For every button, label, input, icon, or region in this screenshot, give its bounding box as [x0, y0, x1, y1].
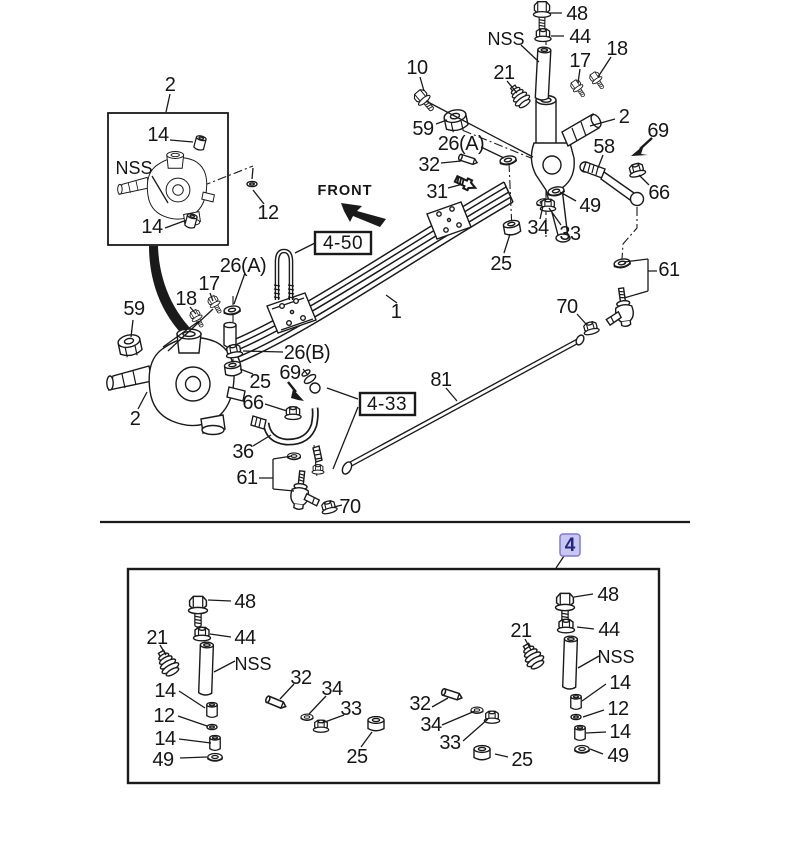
part-callout-26(A)-13[interactable]: 26(A)	[438, 133, 485, 155]
part-callout-17-9[interactable]: 17	[569, 50, 591, 72]
part-callout-33-51[interactable]: 33	[340, 698, 362, 720]
part-callout-26(A)-29[interactable]: 26(A)	[220, 255, 267, 277]
front-direction-arrow-icon	[341, 203, 386, 227]
part-washer-61-right	[612, 257, 632, 270]
part-callout-26(B)-30[interactable]: 26(B)	[284, 342, 331, 364]
part-callout-44-8[interactable]: 44	[569, 26, 591, 48]
part-callout-69-17[interactable]: 69	[647, 120, 669, 142]
part-callout-49-48[interactable]: 49	[152, 749, 174, 771]
part-callout-49-64[interactable]: 49	[607, 745, 629, 767]
part-callout-21-42[interactable]: 21	[146, 627, 168, 649]
part-callout-25-23[interactable]: 25	[490, 253, 512, 275]
part-callout-66-33[interactable]: 66	[242, 392, 264, 414]
part-ball-stud-69-left	[301, 368, 321, 394]
part-callout-2-16[interactable]: 2	[619, 106, 631, 128]
part-callout-66-19[interactable]: 66	[648, 182, 670, 204]
nss-label-2: NSS	[115, 158, 152, 178]
part-callout-21-11[interactable]: 21	[493, 62, 515, 84]
part-callout-33-22[interactable]: 33	[559, 223, 581, 245]
part-u-bolt-4-50	[273, 248, 295, 300]
part-tie-rod-end-61-right	[605, 286, 636, 329]
part-callout-14-3[interactable]: 14	[141, 216, 163, 238]
front-label: FRONT	[318, 183, 373, 199]
part-tie-rod-81	[341, 334, 585, 475]
part-callout-32-49[interactable]: 32	[290, 667, 312, 689]
nss-label-44: NSS	[234, 654, 271, 674]
part-callout-25-31[interactable]: 25	[249, 371, 271, 393]
part-spring-plate-right	[426, 201, 472, 240]
selected-callout-4[interactable]: 4	[559, 533, 581, 557]
part-callout-59-26[interactable]: 59	[123, 298, 145, 320]
part-callout-2-0[interactable]: 2	[165, 74, 177, 96]
part-callout-81-38[interactable]: 81	[430, 369, 452, 391]
part-callout-61-36[interactable]: 61	[236, 467, 258, 489]
selected-callout-4-label[interactable]: 4	[565, 535, 576, 556]
part-callout-14-47[interactable]: 14	[154, 728, 176, 750]
part-callout-34-50[interactable]: 34	[321, 678, 343, 700]
ref-box-4-50-label[interactable]: 4-50	[323, 233, 363, 254]
part-callout-34-21[interactable]: 34	[527, 217, 549, 239]
part-callout-61-24[interactable]: 61	[658, 259, 680, 281]
part-callout-48-6[interactable]: 48	[566, 3, 588, 25]
nss-label-60: NSS	[597, 647, 634, 667]
part-callout-49-20[interactable]: 49	[579, 195, 601, 217]
part-callout-18-10[interactable]: 18	[606, 38, 628, 60]
part-callout-69-32[interactable]: 69	[279, 362, 301, 384]
part-callout-1-39[interactable]: 1	[391, 301, 403, 323]
part-callout-48-41[interactable]: 48	[234, 591, 256, 613]
part-callout-2-34[interactable]: 2	[130, 408, 142, 430]
part-callout-32-14[interactable]: 32	[418, 154, 440, 176]
part-brake-pipe-36	[250, 407, 319, 446]
part-tie-rod-end-61-left	[288, 469, 321, 511]
part-callout-14-45[interactable]: 14	[154, 680, 176, 702]
arrow-69-left-icon	[287, 381, 304, 401]
part-callout-12-4[interactable]: 12	[257, 202, 279, 224]
part-callout-34-54[interactable]: 34	[420, 714, 442, 736]
part-callout-59-12[interactable]: 59	[412, 118, 434, 140]
ref-box-4-50[interactable]: 4-50	[313, 230, 373, 256]
part-callout-12-62[interactable]: 12	[607, 698, 629, 720]
part-callout-14-1[interactable]: 14	[147, 124, 169, 146]
part-callout-21-58[interactable]: 21	[510, 620, 532, 642]
part-callout-31-15[interactable]: 31	[426, 181, 448, 203]
part-callout-14-61[interactable]: 14	[609, 672, 631, 694]
part-callout-48-57[interactable]: 48	[597, 584, 619, 606]
upper-small-parts	[116, 0, 647, 516]
part-callout-25-56[interactable]: 25	[511, 749, 533, 771]
part-stud-lower-left	[312, 445, 323, 463]
part-callout-32-53[interactable]: 32	[409, 693, 431, 715]
part-callout-33-55[interactable]: 33	[439, 732, 461, 754]
part-callout-17-28[interactable]: 17	[198, 273, 220, 295]
arrow-69-right-icon	[631, 137, 653, 156]
part-callout-18-27[interactable]: 18	[175, 288, 197, 310]
part-callout-14-63[interactable]: 14	[609, 721, 631, 743]
part-callout-70-25[interactable]: 70	[556, 296, 578, 318]
part-callout-25-52[interactable]: 25	[346, 746, 368, 768]
nss-label-7: NSS	[487, 29, 524, 49]
lower-small-parts	[152, 592, 590, 762]
part-callout-10-5[interactable]: 10	[406, 57, 428, 79]
part-nut-lower-left	[311, 464, 325, 475]
leader-lines	[130, 12, 657, 759]
part-callout-44-43[interactable]: 44	[234, 627, 256, 649]
part-callout-70-37[interactable]: 70	[339, 496, 361, 518]
lower-parts-panel	[126, 567, 661, 785]
part-callout-12-46[interactable]: 12	[153, 705, 175, 727]
part-callout-36-35[interactable]: 36	[232, 441, 254, 463]
ref-box-4-33-label[interactable]: 4-33	[367, 394, 407, 415]
detail-box-knuckle	[107, 112, 229, 246]
part-callout-44-59[interactable]: 44	[598, 619, 620, 641]
ref-box-4-33[interactable]: 4-33	[358, 391, 417, 417]
part-callout-58-18[interactable]: 58	[593, 136, 615, 158]
